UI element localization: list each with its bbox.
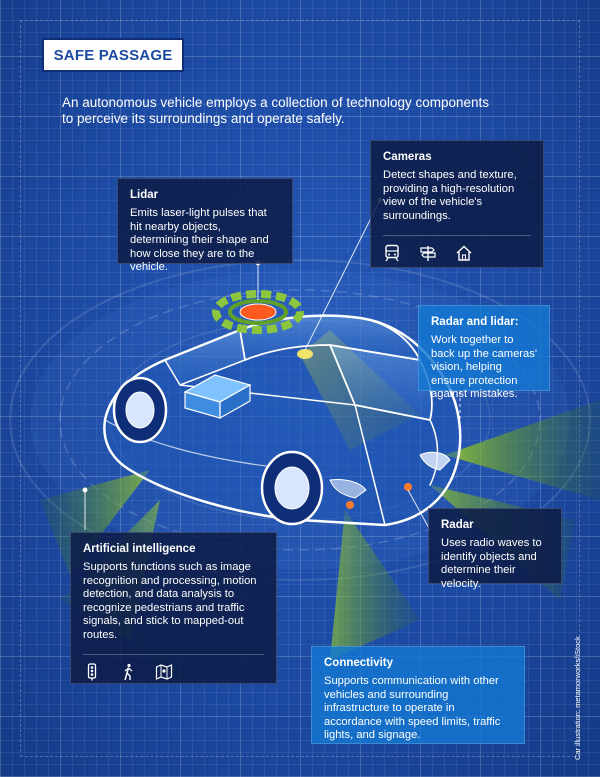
card-radar-lidar-title: Radar and lidar: (431, 316, 519, 328)
traffic-light-icon (87, 663, 97, 681)
title-box: SAFE PASSAGE (42, 38, 184, 72)
lidar-sensor (212, 290, 304, 334)
card-radar-text: Uses radio waves to identify objects and… (441, 537, 542, 590)
card-ai-icons (83, 654, 264, 681)
card-connectivity-title: Connectivity (324, 657, 394, 669)
radar-sensor-side (404, 483, 412, 491)
wheels (112, 376, 324, 526)
signpost-icon (420, 246, 436, 261)
card-cameras-icons (383, 235, 531, 262)
radar-sensor-front (346, 501, 354, 509)
ai-module (183, 374, 252, 420)
image-credit: Car illustration: metamorworks/iStock (573, 636, 582, 760)
card-cameras-title: Cameras (383, 151, 432, 163)
card-ai-text: Supports functions such as image recogni… (83, 561, 257, 641)
map-icon (155, 664, 173, 680)
pedestrian-icon (124, 663, 133, 681)
card-connectivity-text: Supports communication with other vehicl… (324, 675, 501, 741)
card-radar: Radar Uses radio waves to identify objec… (428, 508, 562, 590)
card-artificial-intelligence: Artificial intelligence Supports functio… (70, 532, 277, 684)
intro-text: An autonomous vehicle employs a collecti… (62, 95, 490, 126)
card-radar-lidar: Radar and lidar: Work together to back u… (418, 305, 550, 400)
card-radar-lidar-text: Work together to back up the cameras' vi… (431, 334, 537, 400)
card-radar-title: Radar (441, 519, 474, 531)
house-icon (456, 245, 472, 261)
card-lidar-title: Lidar (130, 189, 159, 201)
camera-sensor (297, 349, 313, 359)
page-title: SAFE PASSAGE (53, 46, 173, 64)
card-cameras-text: Detect shapes and texture, providing a h… (383, 169, 517, 222)
card-lidar: Lidar Emits laser-light pulses that hit … (117, 178, 293, 273)
card-lidar-text: Emits laser-light pulses that hit nearby… (130, 207, 269, 273)
train-icon (385, 244, 399, 262)
card-connectivity: Connectivity Supports communication with… (311, 646, 525, 744)
card-ai-title: Artificial intelligence (83, 543, 196, 555)
frame-border (20, 20, 580, 757)
card-cameras: Cameras Detect shapes and texture, provi… (370, 140, 544, 268)
